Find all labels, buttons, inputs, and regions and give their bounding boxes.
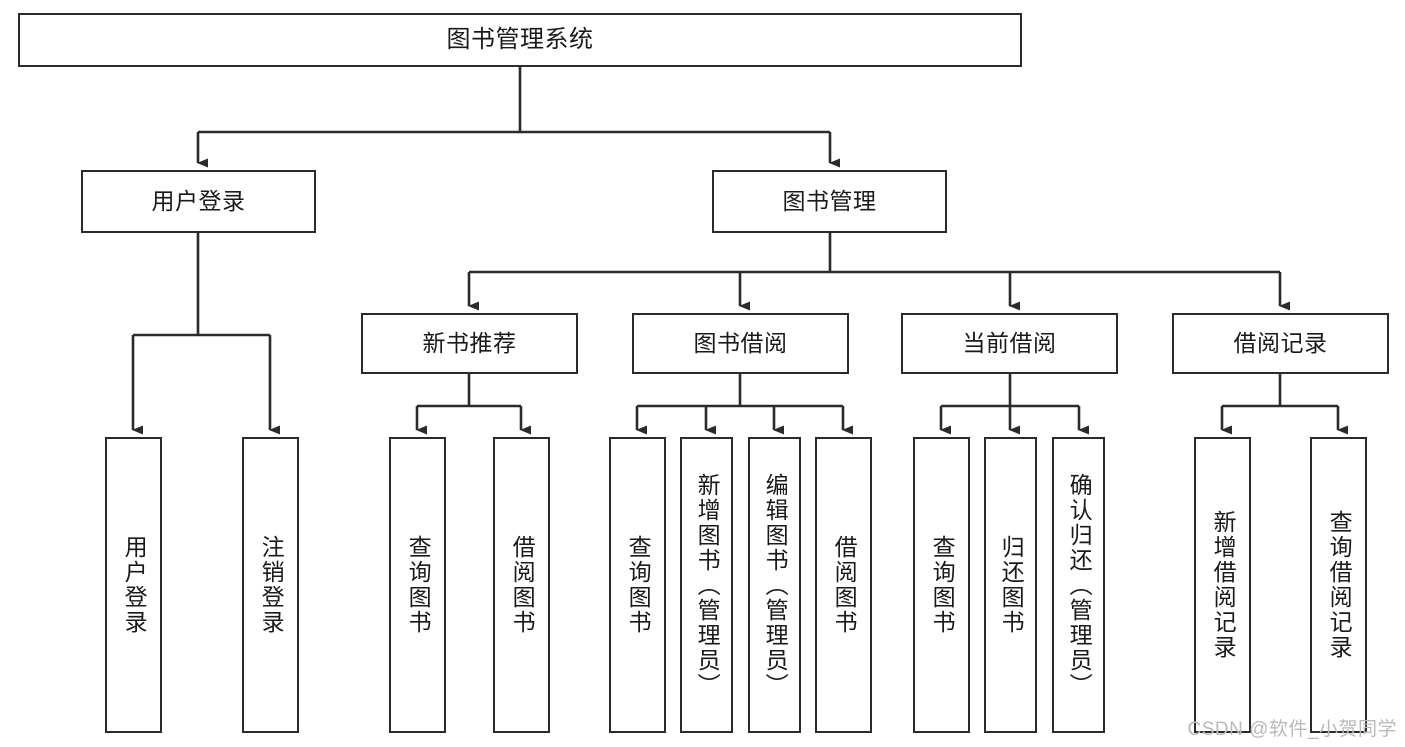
node-label: 当前借阅 <box>962 329 1057 356</box>
node-label: 新书推荐 <box>422 329 517 356</box>
node-current-borrow[interactable]: 当前借阅 <box>901 313 1118 374</box>
node-leaf-borrow-book[interactable]: 借阅图书 <box>815 437 872 733</box>
node-label: 新增借阅记录 <box>1210 510 1237 660</box>
node-label: 查询图书 <box>405 535 432 635</box>
node-label: 查询图书 <box>625 535 652 635</box>
node-borrow-record[interactable]: 借阅记录 <box>1172 313 1389 374</box>
node-book-borrow[interactable]: 图书借阅 <box>632 313 849 374</box>
node-label: 用户登录 <box>151 187 246 214</box>
node-leaf-query-borrow-record[interactable]: 查询借阅记录 <box>1310 437 1367 733</box>
node-leaf-confirm-return-admin[interactable]: 确认归还（管理员） <box>1052 437 1105 733</box>
node-leaf-borrow-book-recommendation[interactable]: 借阅图书 <box>493 437 550 733</box>
node-user-login[interactable]: 用户登录 <box>81 170 316 233</box>
csdn-watermark: CSDN @软件_小贺同学 <box>1187 719 1397 740</box>
node-leaf-user-logout[interactable]: 注销登录 <box>242 437 299 733</box>
node-leaf-edit-book-admin[interactable]: 编辑图书（管理员） <box>748 437 801 733</box>
node-label: 图书管理 <box>782 187 877 214</box>
node-new-book-recommendation[interactable]: 新书推荐 <box>361 313 578 374</box>
node-leaf-query-book-current[interactable]: 查询图书 <box>913 437 970 733</box>
node-leaf-query-book-borrow[interactable]: 查询图书 <box>609 437 666 733</box>
node-leaf-user-login[interactable]: 用户登录 <box>105 437 162 733</box>
node-label: 图书管理系统 <box>446 25 594 53</box>
node-label: 借阅记录 <box>1233 329 1328 356</box>
node-root-book-management-system[interactable]: 图书管理系统 <box>18 13 1022 67</box>
node-label: 借阅图书 <box>831 535 858 635</box>
node-leaf-add-book-admin[interactable]: 新增图书（管理员） <box>680 437 733 733</box>
node-label: 确认归还（管理员） <box>1066 472 1093 698</box>
node-label: 用户登录 <box>121 535 148 635</box>
node-label: 编辑图书（管理员） <box>762 472 789 698</box>
node-label: 查询图书 <box>929 535 956 635</box>
node-label: 图书借阅 <box>693 329 788 356</box>
node-label: 新增图书（管理员） <box>694 472 721 698</box>
node-label: 借阅图书 <box>509 535 536 635</box>
node-book-manage[interactable]: 图书管理 <box>712 170 947 233</box>
node-leaf-query-book-recommendation[interactable]: 查询图书 <box>389 437 446 733</box>
node-label: 注销登录 <box>258 535 285 635</box>
node-label: 归还图书 <box>998 535 1025 635</box>
node-label: 查询借阅记录 <box>1326 510 1353 660</box>
node-leaf-add-borrow-record[interactable]: 新增借阅记录 <box>1194 437 1251 733</box>
node-leaf-return-book[interactable]: 归还图书 <box>984 437 1037 733</box>
